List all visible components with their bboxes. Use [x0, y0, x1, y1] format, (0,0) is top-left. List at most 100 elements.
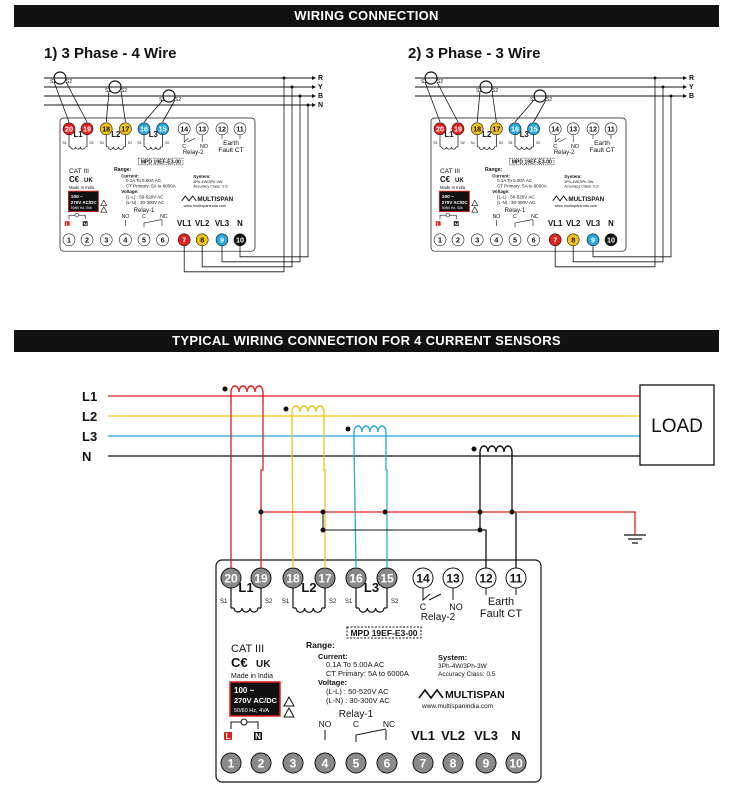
fuse-icon — [74, 213, 79, 218]
s2-label: S2 — [89, 141, 93, 145]
relay-switch — [324, 728, 387, 742]
voltage-terminal-label: VL3 — [586, 219, 601, 228]
voltage-ll: (L-L) : 50-520V AC — [326, 687, 389, 696]
line-label: N — [318, 102, 323, 109]
voltage-terminal-label: N — [237, 219, 243, 228]
junction-dot — [222, 386, 228, 392]
nc-label: NC — [383, 719, 395, 729]
terminal-10: 10 — [233, 233, 247, 247]
earth-ct-wire — [511, 464, 517, 568]
brand: MULTISPAN — [197, 196, 233, 203]
terminal-3: 3 — [470, 233, 484, 247]
terminal-14: 14 — [177, 122, 191, 136]
cat-label: CAT III — [440, 168, 460, 175]
no-label: NO — [449, 602, 463, 612]
current-value: 0.1A To 5.00A AC — [126, 178, 162, 183]
terminal-5: 5 — [508, 233, 522, 247]
ct-to-meter-wire — [353, 443, 357, 569]
ct-sensor-4 — [471, 445, 513, 464]
ground-icon — [624, 534, 646, 544]
terminal-number: 2 — [456, 236, 460, 245]
arrow-icon — [312, 85, 316, 89]
relay1-label: Relay-1 — [339, 709, 374, 720]
ukca-mark: UK — [455, 178, 464, 184]
voltage-wire — [239, 105, 309, 258]
ct-icon — [424, 71, 438, 85]
terminal-number: 20 — [224, 572, 238, 586]
terminal-number: 10 — [236, 236, 244, 245]
relay-switch — [183, 134, 203, 143]
system-title: System: — [438, 653, 467, 662]
terminal-number: 8 — [571, 236, 575, 245]
terminal-number: 18 — [286, 572, 300, 586]
ct-coil-path — [353, 425, 387, 444]
terminal-2: 2 — [250, 752, 272, 774]
junction-dot — [282, 76, 286, 80]
terminal-number: 8 — [200, 236, 204, 245]
ct-coil-path — [230, 385, 264, 404]
load-box — [639, 384, 715, 466]
junction-dot — [290, 85, 294, 89]
voltage-wire — [201, 87, 293, 268]
wiring-connection-banner: WIRING CONNECTION — [14, 5, 719, 27]
terminal-circle — [99, 233, 113, 247]
terminal-8: 8 — [442, 752, 464, 774]
ce-mark: C€ — [231, 655, 248, 670]
terminal-8: 8 — [566, 233, 580, 247]
brand-logo-icon — [418, 688, 444, 700]
s2-label: S2 — [499, 141, 503, 145]
ct-sensor-1 — [222, 385, 264, 404]
wire — [322, 512, 480, 531]
terminal-number: 20 — [65, 125, 73, 134]
system-value: 3Ph-4W/3Ph-3W — [438, 663, 488, 670]
terminal-number: 17 — [318, 572, 332, 586]
voltage-terminal-label: N — [511, 728, 520, 743]
warning-icon — [100, 199, 108, 206]
arrow-icon — [312, 76, 316, 80]
junction-dot — [306, 103, 310, 107]
terminal-circle — [119, 233, 132, 247]
s2-label: S2 — [121, 88, 127, 94]
terminal-5: 5 — [345, 752, 367, 774]
terminal-12: 12 — [215, 122, 229, 136]
meter-body — [59, 117, 256, 252]
terminal-circle — [490, 233, 503, 247]
brand: MULTISPAN — [568, 196, 604, 203]
line-label: Y — [689, 84, 694, 91]
terminal-6: 6 — [376, 752, 398, 774]
terminal-circle — [412, 752, 434, 774]
fault-ct-label: Fault CT — [480, 608, 522, 620]
junction-dot — [661, 85, 665, 89]
supply-line: 50/60 Hz, 4VA — [442, 206, 464, 210]
terminal-1: 1 — [62, 233, 76, 247]
terminal-16: 16 — [508, 122, 522, 136]
fault-ct-label: Fault CT — [589, 147, 614, 154]
terminal-number: 11 — [607, 125, 615, 134]
title-3ph-4wire: 1) 3 Phase - 4 Wire — [44, 45, 177, 62]
terminal-8: 8 — [195, 233, 209, 247]
made-label: Made in India — [231, 673, 273, 680]
range-label: Range: — [485, 167, 503, 173]
terminal-number: 3 — [104, 236, 108, 245]
cat-label: CAT III — [231, 643, 264, 655]
s1-label: S1 — [50, 79, 56, 85]
s2-label: S2 — [265, 599, 273, 605]
terminal-14: 14 — [412, 567, 434, 589]
s1-label: S1 — [159, 97, 165, 103]
terminal-4: 4 — [314, 752, 336, 774]
s1-label: S1 — [433, 141, 437, 145]
terminal-number: 20 — [436, 125, 444, 134]
fault-ct-label: Fault CT — [218, 147, 243, 154]
warning-icon — [100, 206, 108, 213]
relay-switch — [125, 219, 163, 228]
terminal-number: 13 — [198, 125, 206, 134]
